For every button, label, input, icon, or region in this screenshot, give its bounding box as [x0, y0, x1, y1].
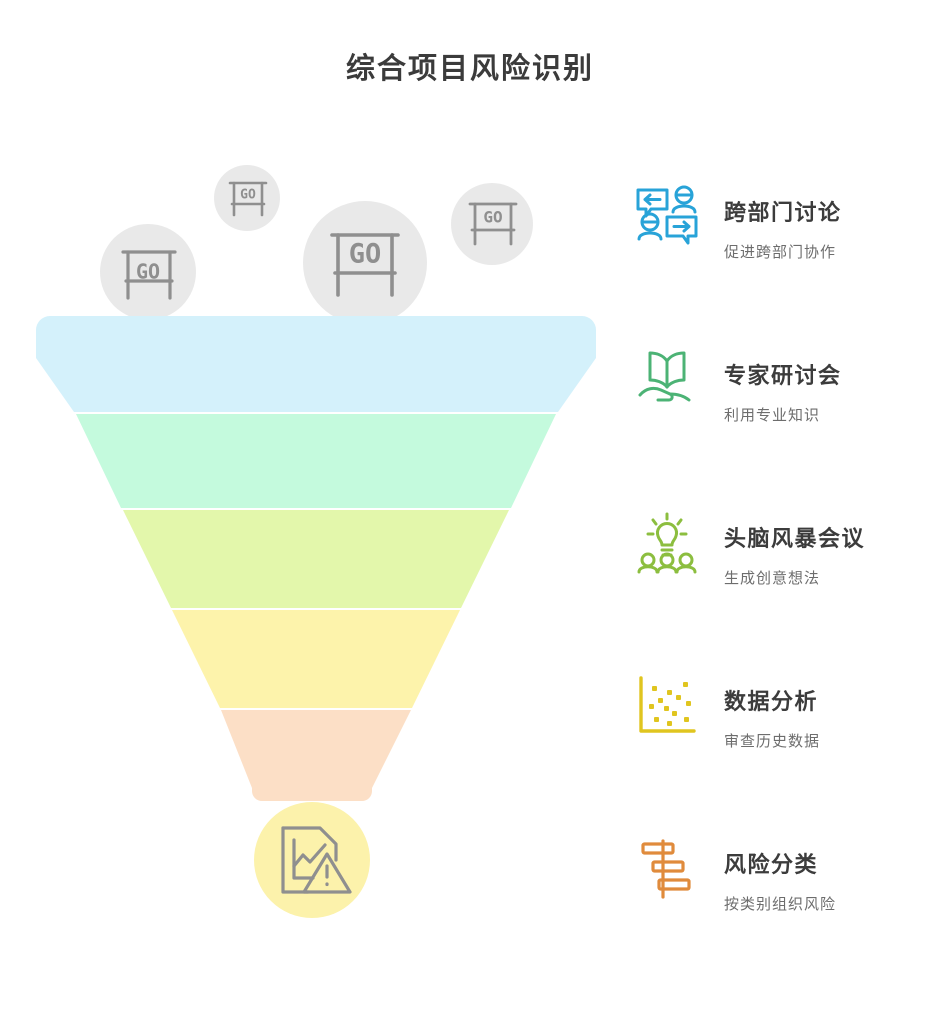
legend-item-desc: 利用专业知识: [724, 407, 821, 424]
legend-item-brainstorming[interactable]: 头脑风暴会议 生成创意想法: [624, 506, 940, 669]
brainstorm-lightbulb-people-icon: [634, 510, 700, 576]
legend-item-desc: 审查历史数据: [724, 733, 821, 750]
legend-list: 跨部门讨论 促进跨部门协作 专家研讨会 利用专业知识: [624, 180, 940, 995]
funnel-band-1: [36, 316, 596, 412]
legend-item-desc: 生成创意想法: [724, 570, 821, 587]
legend-item-expert-seminar[interactable]: 专家研讨会 利用专业知识: [624, 343, 940, 506]
legend-item-title: 数据分析: [724, 689, 819, 714]
funnel-band-4: [172, 610, 460, 708]
go-sign-label-3: GO: [349, 239, 382, 270]
go-sign-circle-3: GO: [303, 201, 427, 325]
risk-classification-hierarchy-icon: [634, 836, 700, 902]
document-chart-warning-icon: [281, 826, 352, 894]
legend-item-title: 跨部门讨论: [724, 200, 842, 225]
legend-item-title: 头脑风暴会议: [724, 526, 866, 551]
cross-department-discussion-icon: [634, 184, 700, 250]
go-sign-label-1: GO: [136, 260, 160, 284]
data-analysis-scatter-icon: [634, 673, 700, 739]
expert-seminar-book-hand-icon: [634, 347, 700, 413]
legend-item-desc: 促进跨部门协作: [724, 244, 837, 261]
page-title: 综合项目风险识别: [345, 53, 594, 85]
funnel-band-3: [123, 510, 509, 608]
legend-item-desc: 按类别组织风险: [724, 896, 837, 913]
go-sign-circle-4: GO: [451, 183, 533, 265]
funnel-band-5: [221, 710, 411, 801]
legend-item-data-analysis[interactable]: 数据分析 审查历史数据: [624, 669, 940, 832]
go-sign-label-4: GO: [483, 208, 502, 227]
go-sign-circle-1: GO: [100, 224, 196, 320]
go-sign-circle-2: GO: [214, 165, 280, 231]
go-sign-markers: GO GO: [100, 165, 533, 325]
risk-report-circle: [254, 802, 370, 918]
legend-item-title: 风险分类: [724, 852, 819, 877]
funnel-band-2: [76, 414, 556, 508]
legend-item-title: 专家研讨会: [724, 363, 842, 388]
legend-item-risk-classification[interactable]: 风险分类 按类别组织风险: [624, 832, 940, 995]
legend-item-cross-department-discussion[interactable]: 跨部门讨论 促进跨部门协作: [624, 180, 940, 343]
funnel-diagram: GO GO: [0, 140, 620, 970]
go-sign-label-2: GO: [240, 188, 256, 203]
